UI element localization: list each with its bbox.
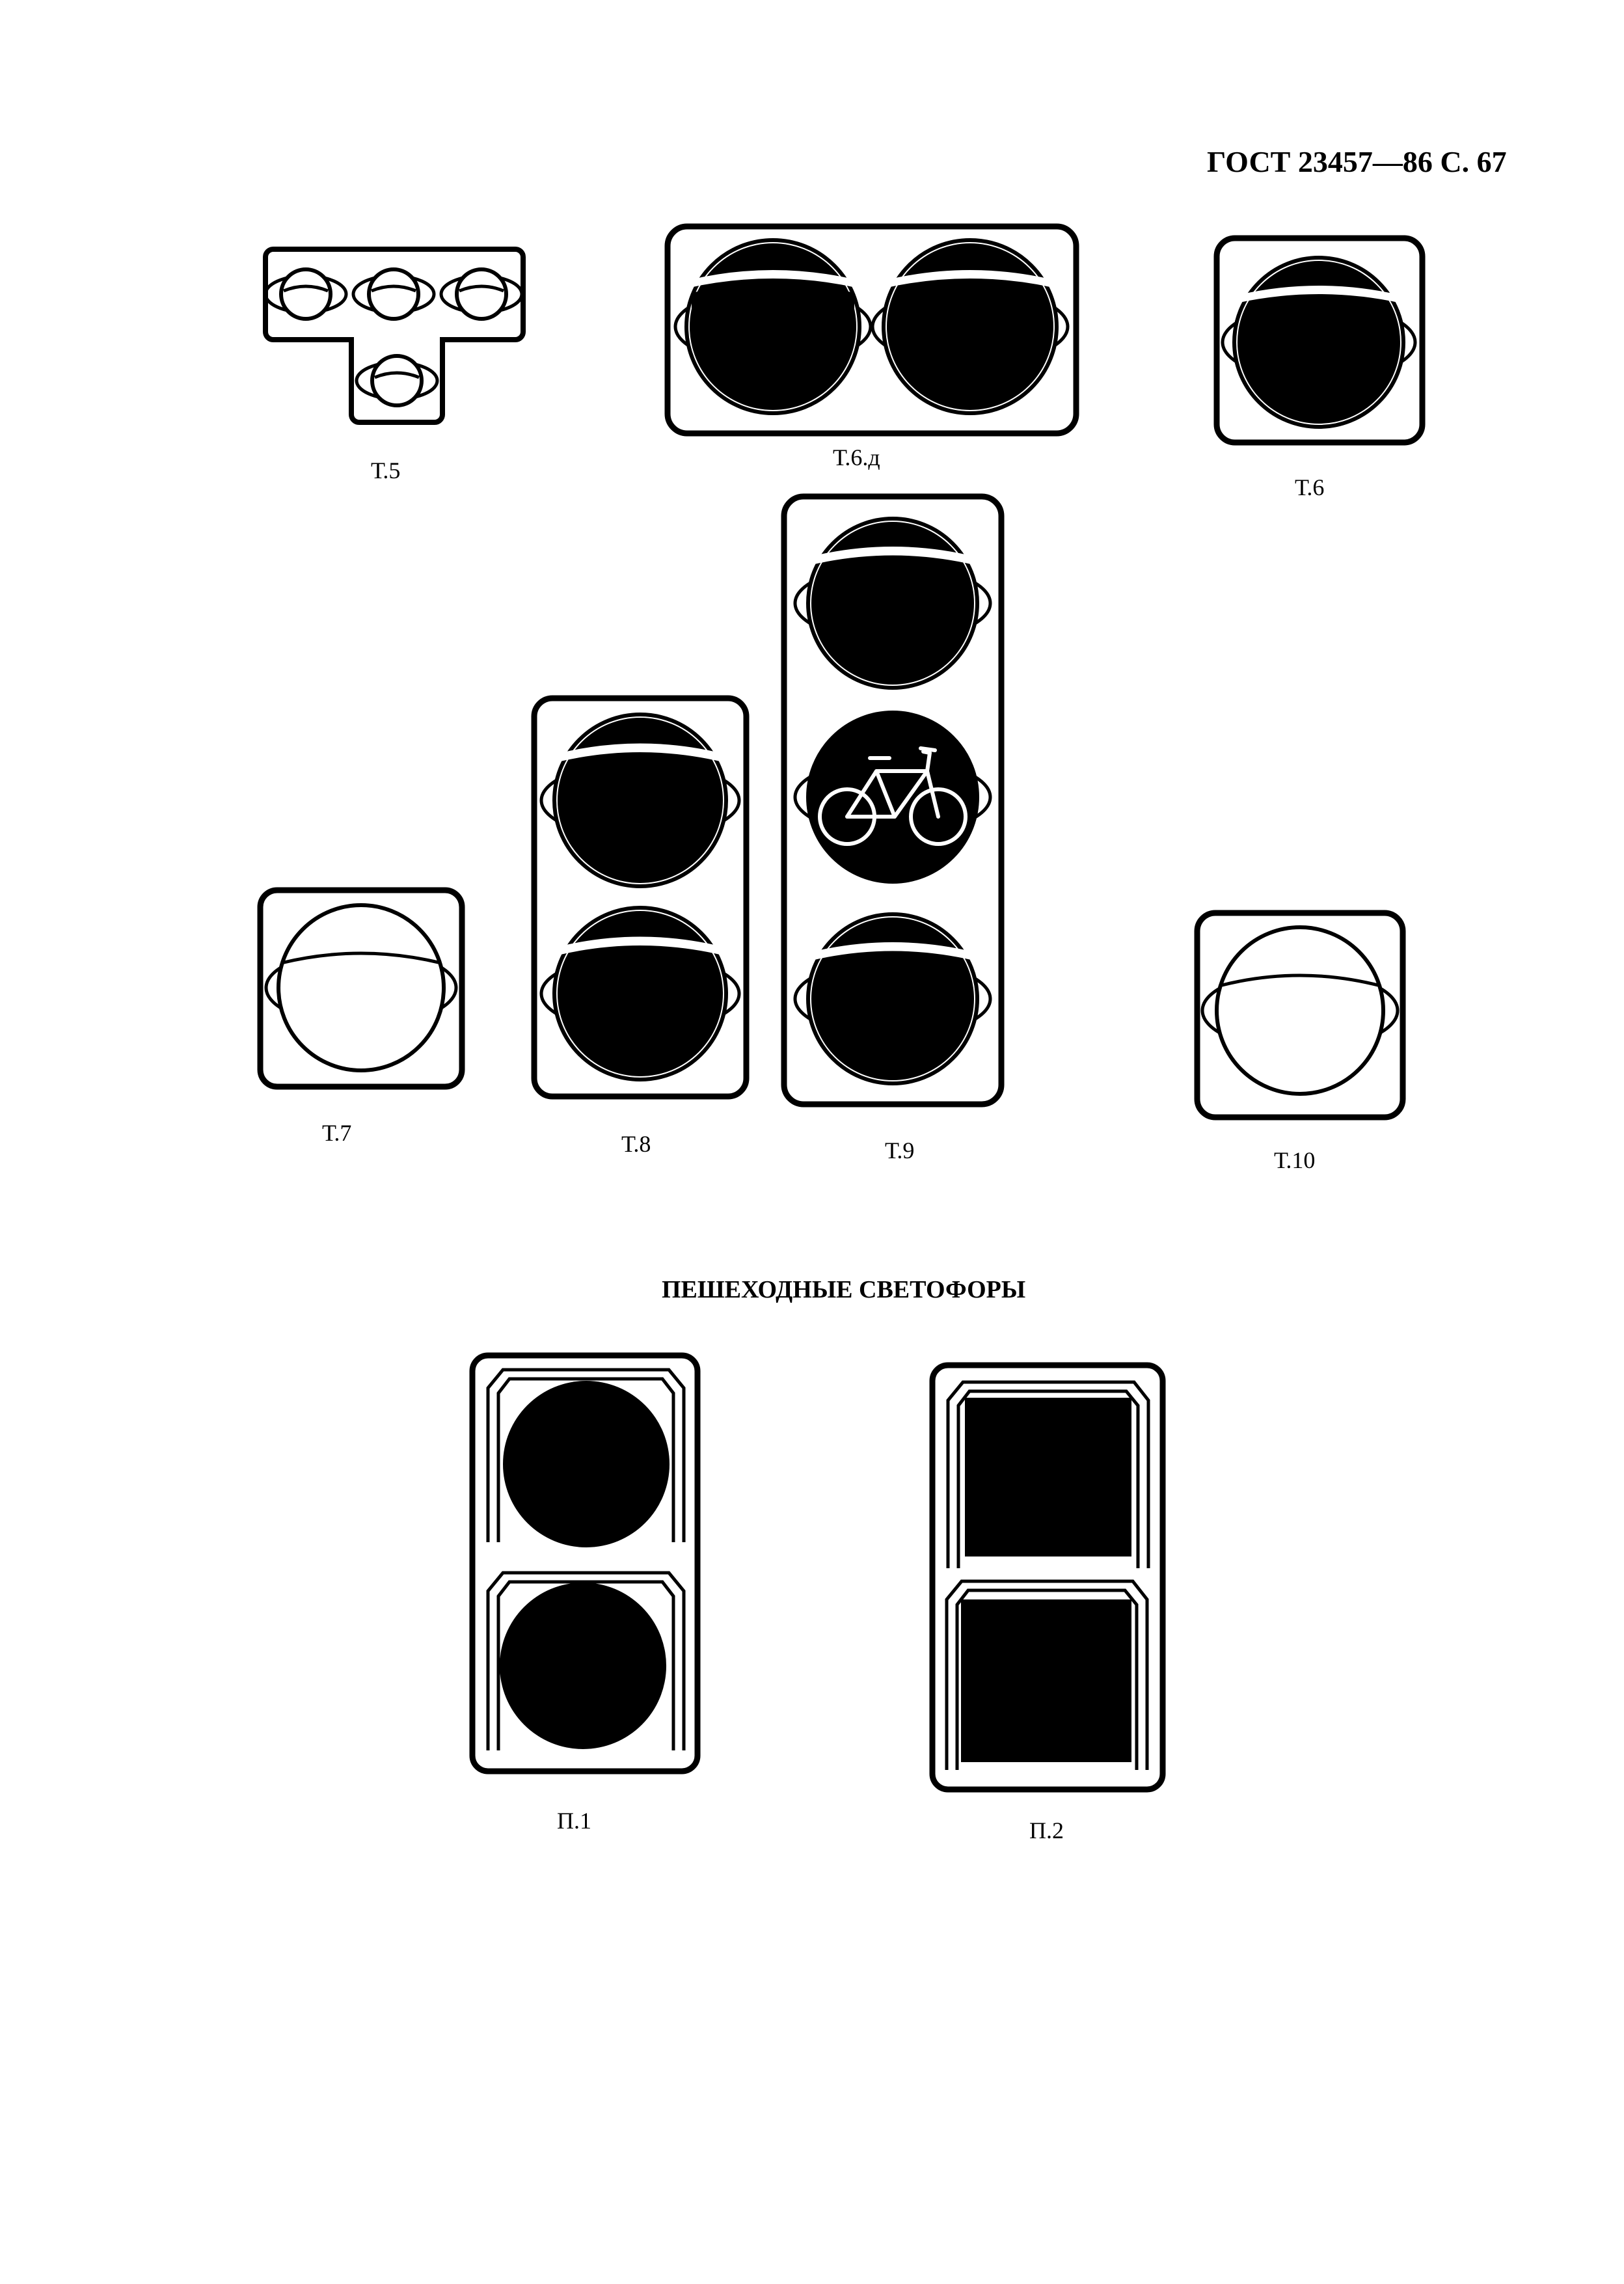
lamp-t6d-left	[673, 238, 873, 415]
caption-t10: Т.10	[1274, 1147, 1316, 1173]
signal-t8	[531, 695, 750, 1100]
section-title: ПЕШЕХОДНЫЕ СВЕТОФОРЫ	[662, 1276, 1026, 1303]
signal-t6	[1213, 235, 1426, 446]
bicycle-icon	[818, 746, 968, 846]
caption-p2: П.2	[1029, 1817, 1064, 1843]
lamp-t5-3	[439, 267, 524, 321]
caption-t7: Т.7	[322, 1120, 352, 1146]
caption-t5: Т.5	[371, 457, 401, 483]
lamp-t8-top	[539, 713, 741, 888]
lamp-t9-middle	[793, 711, 992, 884]
lamp-t8-bottom	[539, 906, 741, 1081]
signal-t10	[1194, 910, 1406, 1121]
caption-p1: П.1	[557, 1808, 591, 1834]
lamp-p2-bottom	[961, 1599, 1131, 1762]
caption-t6d: Т.6.д	[833, 444, 880, 470]
signal-p2	[929, 1362, 1166, 1793]
page-header: ГОСТ 23457—86 С. 67	[1207, 145, 1507, 178]
lamp-p2-top	[965, 1398, 1131, 1557]
signal-p1	[469, 1352, 701, 1774]
signal-t9	[781, 493, 1005, 1108]
lamp-t5-4	[355, 354, 439, 407]
lamp-p1-bottom	[500, 1583, 666, 1749]
lamp-p1-top	[503, 1381, 670, 1547]
caption-t6: Т.6	[1295, 474, 1325, 500]
lamp-t5-1	[264, 267, 348, 321]
caption-t9: Т.9	[885, 1137, 915, 1163]
caption-t8: Т.8	[621, 1131, 651, 1157]
lamp-t6d-right	[871, 238, 1070, 415]
signal-t7	[257, 887, 465, 1090]
lamp-t5-2	[351, 267, 436, 321]
signal-t6d	[664, 223, 1079, 437]
lamp-t9-top	[793, 517, 992, 690]
lamp-t9-bottom	[793, 912, 992, 1085]
signal-t5	[263, 247, 526, 425]
